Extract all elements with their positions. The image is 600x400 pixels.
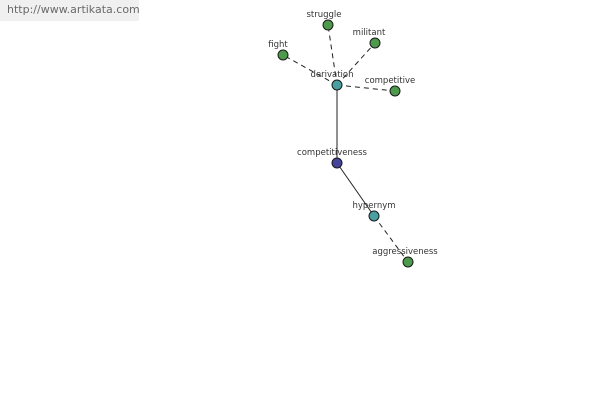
source-url-banner[interactable]: http://www.artikata.com — [0, 0, 140, 21]
node-label-hypernym[interactable]: hypernym — [352, 201, 395, 211]
node-label-fight[interactable]: fight — [268, 40, 288, 50]
node-fight[interactable] — [277, 49, 289, 61]
edges-layer — [282, 24, 409, 263]
node-competitive[interactable] — [389, 85, 401, 97]
node-militant[interactable] — [369, 37, 381, 49]
node-label-aggressiveness[interactable]: aggressiveness — [372, 247, 438, 257]
labels-layer: competitiveness derivation hypernym struggl… — [268, 10, 438, 257]
node-struggle[interactable] — [322, 19, 334, 31]
edge-derivation-fight — [282, 54, 338, 86]
edge-competitiveness-hypernym — [336, 162, 375, 217]
node-label-competitive[interactable]: competitive — [365, 76, 415, 86]
node-aggressiveness[interactable] — [402, 256, 414, 268]
edge-derivation-militant — [336, 42, 376, 86]
node-competitiveness[interactable] — [331, 157, 343, 169]
node-label-derivation[interactable]: derivation — [310, 70, 353, 80]
node-label-struggle[interactable]: struggle — [306, 10, 341, 20]
node-hypernym[interactable] — [368, 210, 380, 222]
node-derivation[interactable] — [331, 79, 343, 91]
edge-hypernym-aggressiveness — [373, 215, 409, 263]
edge-derivation-struggle — [327, 24, 338, 86]
edge-derivation-competitive — [336, 84, 396, 92]
node-label-militant[interactable]: militant — [353, 28, 386, 38]
node-label-competitiveness[interactable]: competitiveness — [297, 148, 367, 158]
nodes-layer — [277, 19, 414, 268]
